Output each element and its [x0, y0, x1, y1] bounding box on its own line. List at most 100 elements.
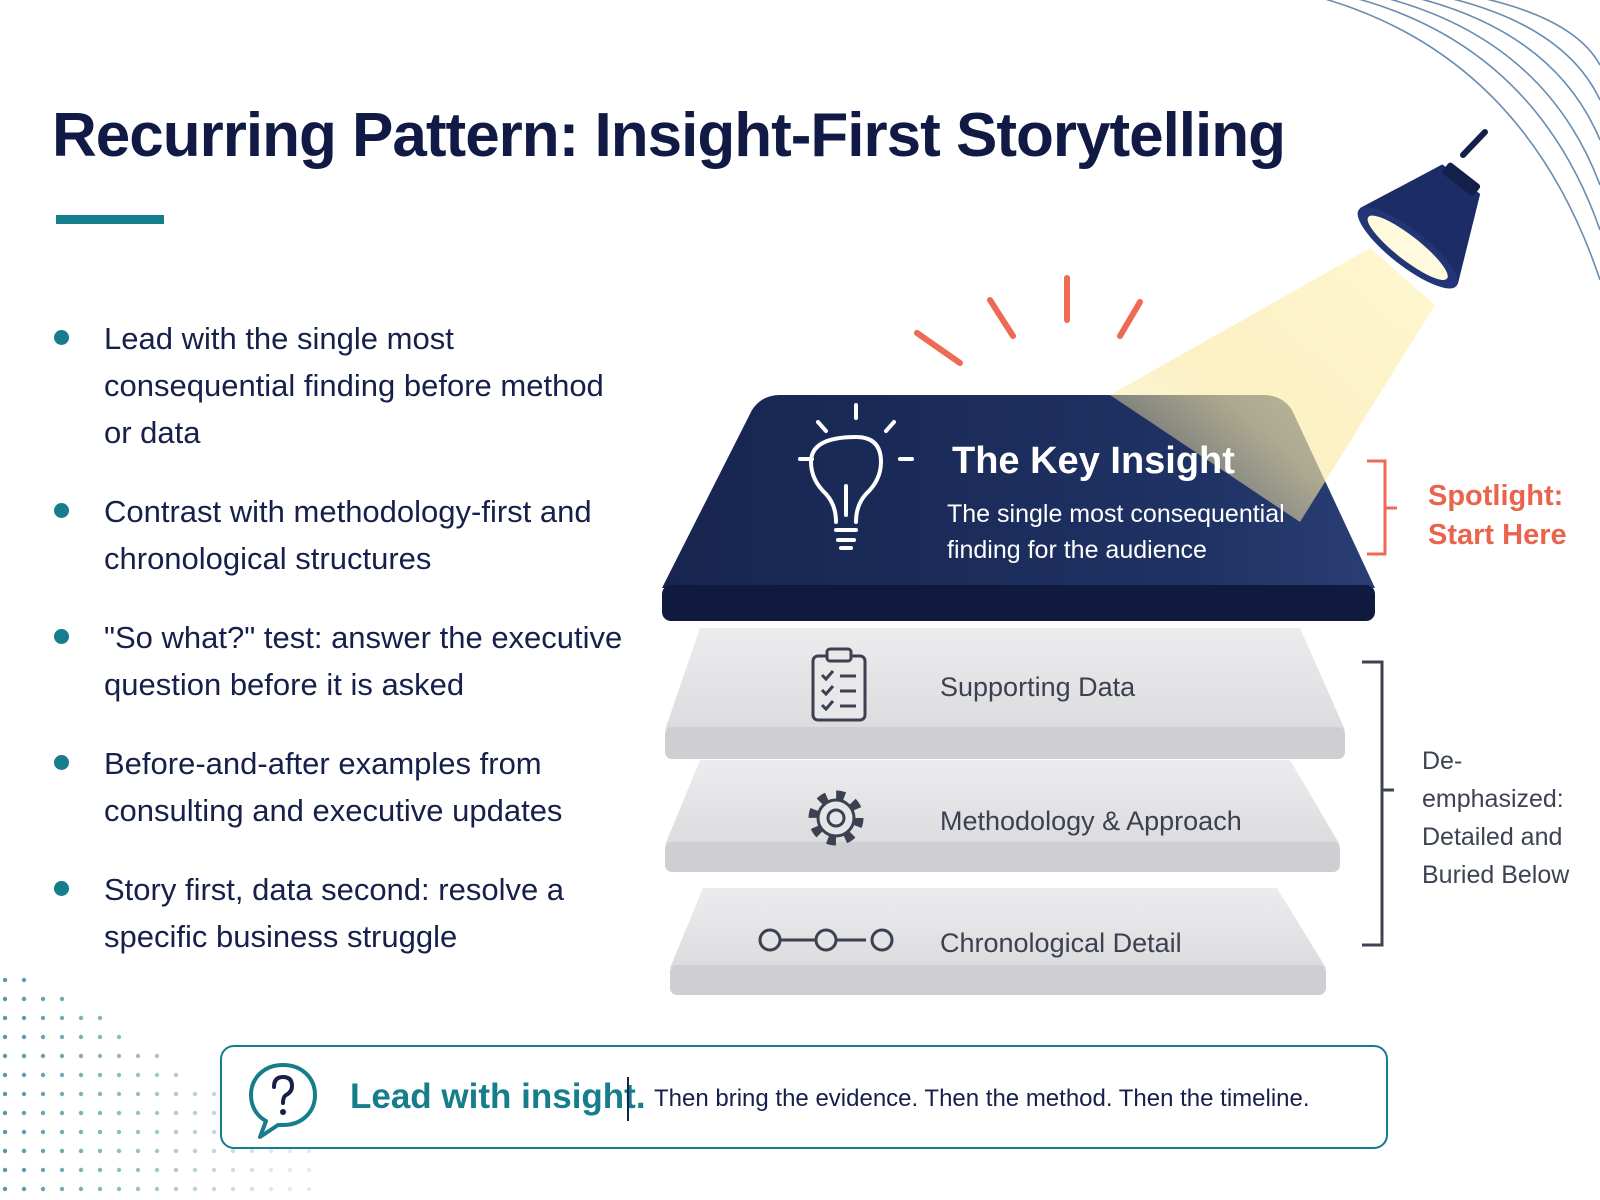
decorative-dot — [135, 1148, 141, 1154]
decorative-dot — [59, 1167, 65, 1173]
highlight-rays — [914, 275, 1143, 366]
decorative-dot — [173, 1167, 179, 1173]
decorative-dot — [192, 1091, 198, 1097]
decorative-dot — [2, 996, 8, 1002]
page-title: Recurring Pattern: Insight-First Storyte… — [52, 101, 1286, 170]
decorative-dot — [59, 1148, 65, 1154]
decorative-dot — [154, 1167, 160, 1173]
decorative-dot — [116, 1072, 122, 1078]
bullet-text: "So what?" test: answer the executive qu… — [104, 620, 623, 702]
decorative-dot — [192, 1186, 198, 1192]
decorative-dot — [249, 1186, 255, 1192]
decorative-dot — [78, 1091, 84, 1097]
bullet-text: Story first, data second: resolve a spec… — [104, 872, 565, 954]
decorative-dot — [306, 1148, 312, 1154]
decorative-dot — [78, 1072, 84, 1078]
decorative-dot — [173, 1148, 179, 1154]
decorative-dot — [211, 1186, 217, 1192]
decorative-dot — [59, 1091, 65, 1097]
decorative-dot — [21, 1110, 27, 1116]
bullet-text: Before-and-after examples from consultin… — [104, 746, 563, 828]
decorative-dot — [230, 1167, 236, 1173]
decorative-dot — [21, 1015, 27, 1021]
decorative-dot — [40, 1091, 46, 1097]
bullet-dot — [54, 503, 69, 518]
layer-label-methodology: Methodology & Approach — [940, 806, 1242, 836]
decorative-dot — [154, 1186, 160, 1192]
clipboard-checklist-icon — [811, 647, 867, 722]
lightbulb-icon — [798, 403, 914, 550]
decorative-dot — [78, 1167, 84, 1173]
callout-body-text: Then bring the evidence. Then the method… — [654, 1085, 1310, 1112]
decorative-dot — [192, 1110, 198, 1116]
bullet-item: "So what?" test: answer the executive qu… — [52, 614, 632, 708]
decorative-dot — [135, 1129, 141, 1135]
decorative-dot — [287, 1186, 293, 1192]
decorative-dot — [173, 1186, 179, 1192]
decorative-dot — [59, 1129, 65, 1135]
decorative-dot — [154, 1091, 160, 1097]
decorative-dot — [230, 1186, 236, 1192]
decorative-dot — [59, 1186, 65, 1192]
spotlight-lamp-icon — [1357, 129, 1488, 289]
decorative-dot — [97, 1129, 103, 1135]
decorative-dot — [40, 1015, 46, 1021]
decorative-dot — [2, 1015, 8, 1021]
decorative-dot — [40, 1110, 46, 1116]
decorative-dot — [173, 1129, 179, 1135]
spotlight-beam — [1110, 248, 1435, 522]
decorative-dot — [116, 1186, 122, 1192]
spotlight-label: Spotlight: Start Here — [1428, 480, 1567, 551]
decorative-dot — [97, 1015, 103, 1021]
decorative-dot — [2, 1091, 8, 1097]
decorative-dot — [78, 1186, 84, 1192]
decorative-dot — [21, 1091, 27, 1097]
decorative-dot — [249, 1167, 255, 1173]
bullet-list: Lead with the single most consequential … — [52, 315, 632, 960]
decorative-dot — [2, 1110, 8, 1116]
decorative-dot — [135, 1186, 141, 1192]
decorative-dot — [268, 1148, 274, 1154]
decorative-arcs — [1325, 0, 1600, 281]
decorative-dot — [306, 1167, 312, 1173]
decorative-dot — [116, 1110, 122, 1116]
bullet-item: Before-and-after examples from consultin… — [52, 740, 632, 834]
decorative-dot — [97, 1167, 103, 1173]
decorative-dot — [59, 1053, 65, 1059]
decorative-dot — [78, 1148, 84, 1154]
decorative-dot — [306, 1186, 312, 1192]
question-bubble-icon — [249, 1063, 317, 1139]
decorative-dot — [135, 1110, 141, 1116]
decorative-dot — [287, 1148, 293, 1154]
decorative-dot — [2, 977, 8, 983]
bullet-dot — [54, 881, 69, 896]
decorative-dot — [192, 1148, 198, 1154]
decorative-dot — [287, 1167, 293, 1173]
decorative-dot — [230, 1148, 236, 1154]
decorative-dot — [21, 996, 27, 1002]
decorative-dot — [116, 1148, 122, 1154]
decorative-dot — [173, 1110, 179, 1116]
decorative-dot — [173, 1072, 179, 1078]
decorative-dot — [268, 1167, 274, 1173]
decorative-dot — [2, 1186, 8, 1192]
decorative-dot — [2, 1053, 8, 1059]
decorative-dot — [2, 1034, 8, 1040]
key-insight-title: The Key Insight — [952, 440, 1235, 482]
bullet-item: Contrast with methodology-first and chro… — [52, 488, 632, 582]
decorative-dot — [21, 1167, 27, 1173]
decorative-dot — [211, 1167, 217, 1173]
layer-label-chronological: Chronological Detail — [940, 928, 1182, 958]
decorative-dot — [97, 1148, 103, 1154]
callout-divider — [627, 1077, 629, 1121]
decorative-dot — [21, 1148, 27, 1154]
decorative-dot — [192, 1129, 198, 1135]
decorative-dot — [116, 1129, 122, 1135]
layer-label-supporting-data: Supporting Data — [940, 672, 1136, 702]
decorative-dot — [116, 1091, 122, 1097]
decorative-dot — [40, 1053, 46, 1059]
decorative-dot — [268, 1186, 274, 1192]
decorative-dot — [97, 1053, 103, 1059]
timeline-icon — [758, 928, 894, 952]
decorative-dot — [78, 1053, 84, 1059]
